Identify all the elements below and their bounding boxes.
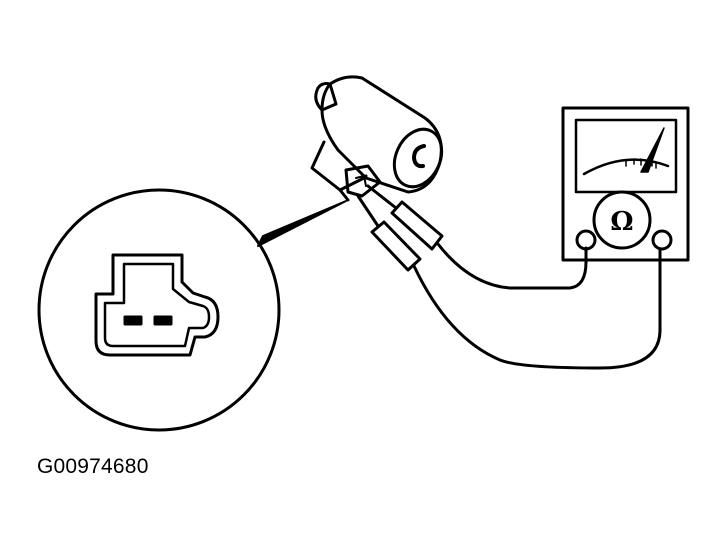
- test-leads: [412, 242, 662, 370]
- connector-housing-inner: [103, 262, 211, 348]
- solenoid-valve-icon: [310, 75, 444, 202]
- meter-ohm-dial: [592, 190, 652, 250]
- solenoid-barrel: [320, 75, 443, 194]
- lead-lower: [412, 248, 662, 370]
- meter-jack-right: [651, 229, 673, 251]
- connector-detail-icon: [37, 188, 347, 432]
- solenoid-hub: [412, 144, 426, 169]
- lead-upper: [436, 242, 588, 290]
- solenoid-end-face: [392, 127, 444, 189]
- callout-pointer: [257, 200, 347, 247]
- solenoid-body-edge: [338, 188, 350, 202]
- terminal-2: [153, 315, 173, 326]
- terminal-1: [123, 315, 143, 326]
- component-connector-detail: [355, 175, 367, 187]
- probe-lower-body: [370, 220, 422, 272]
- probe-upper-tip: [366, 184, 398, 210]
- solenoid-cap: [314, 82, 338, 112]
- ohmmeter-icon: [561, 106, 690, 262]
- meter-display: [574, 118, 678, 194]
- test-probes: [356, 184, 444, 272]
- detail-circle: [37, 188, 281, 432]
- figure-id: G00974680: [37, 455, 149, 478]
- meter-jack-left: [575, 229, 597, 251]
- meter-case: [561, 106, 690, 262]
- probe-lower-tip: [356, 194, 380, 228]
- probe-upper-body: [390, 200, 444, 251]
- connector-housing-outer: [94, 253, 220, 357]
- meter-ohm-symbol: Ω: [610, 207, 633, 237]
- meter-needle: [640, 127, 665, 173]
